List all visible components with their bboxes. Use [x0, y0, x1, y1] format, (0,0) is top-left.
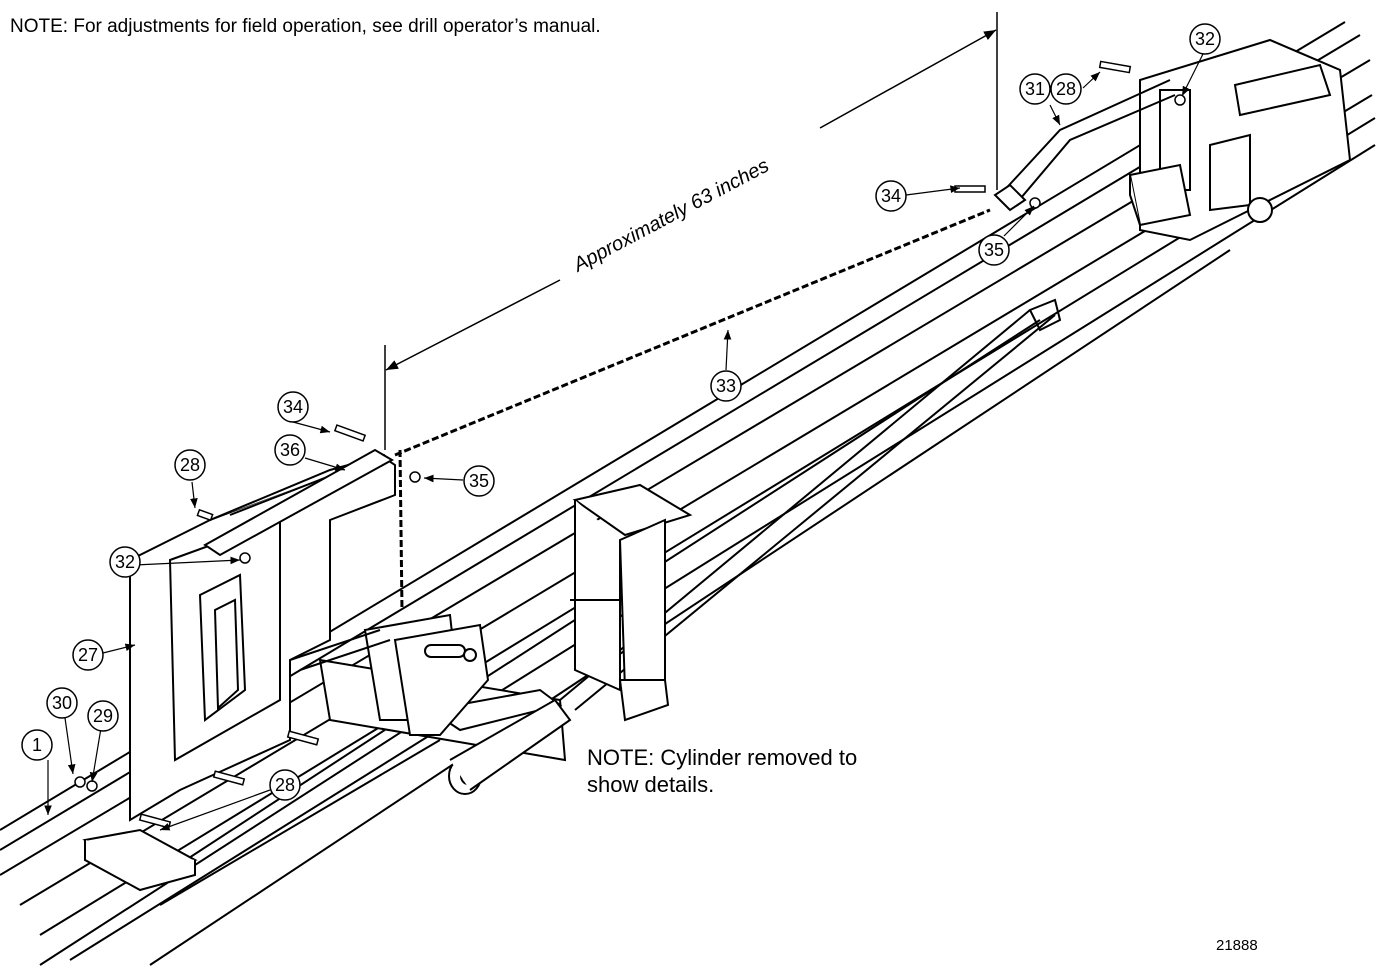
center-mount	[570, 483, 693, 722]
svg-text:28: 28	[180, 455, 200, 475]
callout-1: 1	[21, 729, 53, 761]
svg-text:35: 35	[984, 240, 1004, 260]
svg-text:34: 34	[283, 397, 303, 417]
callout-36: 36	[274, 434, 306, 466]
upper-link	[993, 79, 1176, 212]
cross-member	[82, 828, 198, 892]
chain	[394, 208, 991, 611]
callout-34-left: 34	[277, 391, 309, 423]
callout-28-right: 28	[1050, 73, 1082, 105]
callout-29: 29	[87, 700, 119, 732]
dimension-lines	[384, 12, 998, 450]
svg-text:32: 32	[115, 552, 135, 572]
svg-text:27: 27	[78, 645, 98, 665]
dimension-label: Approximately 63 inches	[569, 155, 773, 277]
callout-33: 33	[710, 370, 742, 402]
leader-lines	[44, 51, 1205, 831]
fasteners	[74, 60, 1186, 829]
left-bracket-plate	[129, 453, 396, 822]
callout-32-right: 32	[1189, 23, 1221, 55]
svg-text:28: 28	[1056, 79, 1076, 99]
right-mount	[1128, 38, 1352, 242]
svg-text:35: 35	[469, 471, 489, 491]
svg-text:29: 29	[93, 706, 113, 726]
svg-text:31: 31	[1025, 79, 1045, 99]
callout-31: 31	[1019, 73, 1051, 105]
callout-34-right: 34	[875, 180, 907, 212]
figure-number: 21888	[1216, 937, 1258, 954]
svg-text:36: 36	[280, 440, 300, 460]
callout-30: 30	[46, 687, 78, 719]
cylinder-removed-note: NOTE: Cylinder removed to show details.	[587, 745, 858, 797]
svg-text:32: 32	[1195, 29, 1215, 49]
callout-27: 27	[72, 639, 104, 671]
svg-text:1: 1	[32, 735, 42, 755]
field-operation-note: NOTE: For adjustments for field operatio…	[10, 16, 601, 37]
pivot-bracket	[289, 613, 490, 736]
callout-35-left: 35	[463, 465, 495, 497]
svg-text:28: 28	[275, 775, 295, 795]
svg-text:30: 30	[52, 693, 72, 713]
svg-text:34: 34	[881, 186, 901, 206]
callout-28-upper-left: 28	[174, 449, 206, 481]
callout-group: 1 27 28 28 28 29 30 31	[21, 23, 1221, 801]
svg-text:33: 33	[716, 376, 736, 396]
upper-bar	[203, 448, 395, 557]
callout-35-right: 35	[978, 234, 1010, 266]
callout-28-lower: 28	[269, 769, 301, 801]
callout-32-left: 32	[109, 546, 141, 578]
